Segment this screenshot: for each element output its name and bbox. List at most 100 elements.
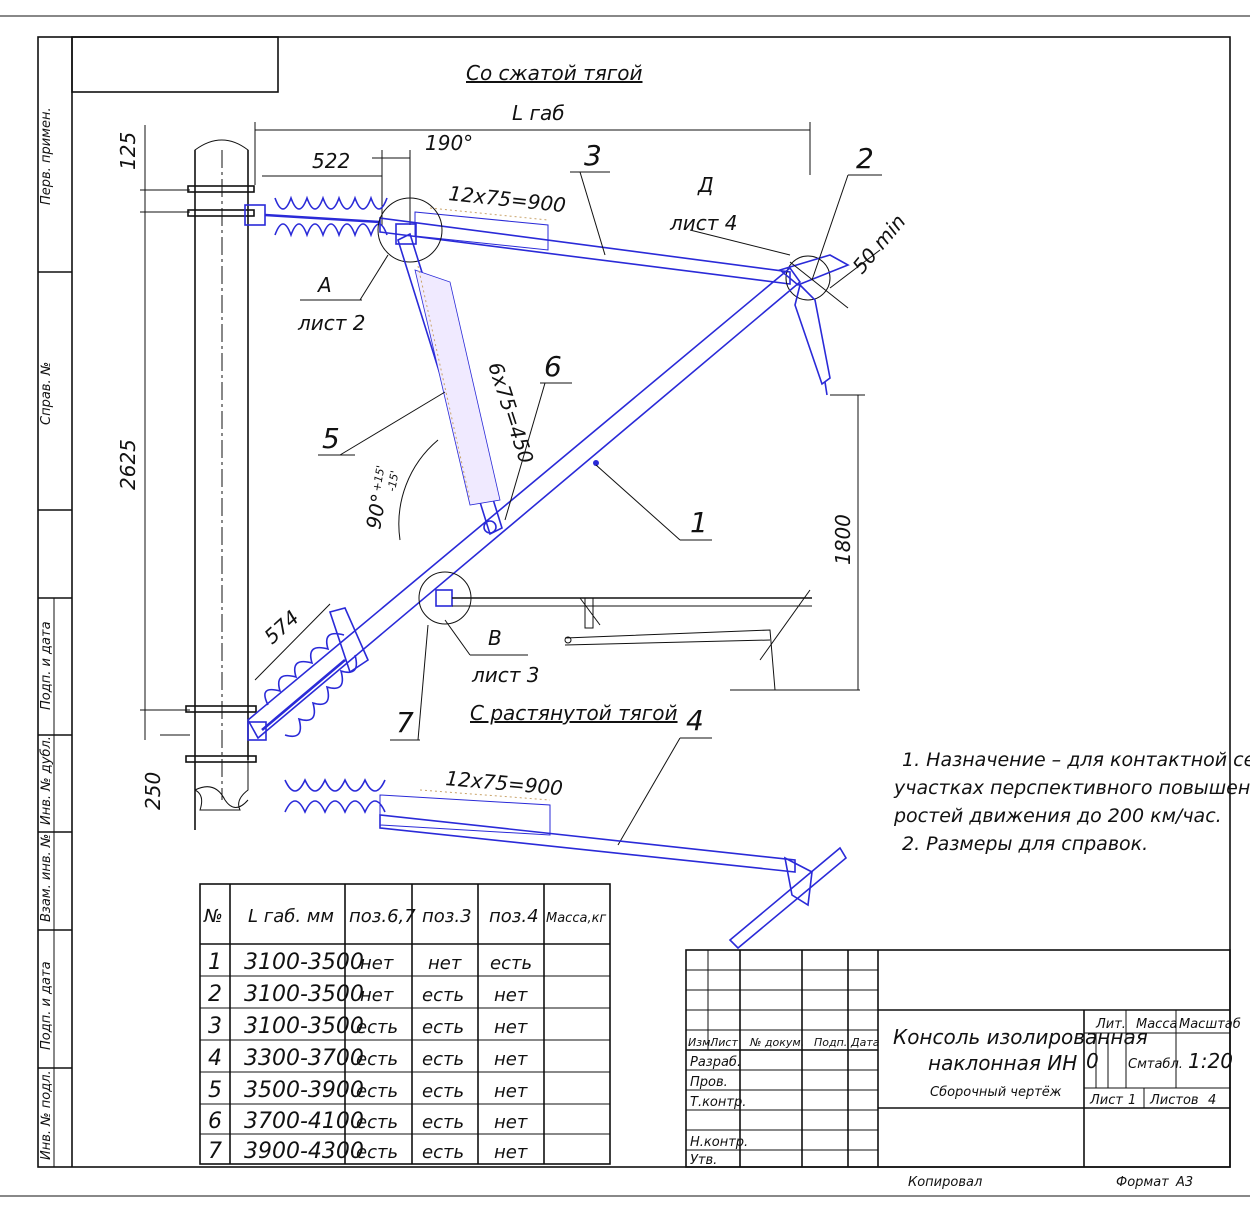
outer-border bbox=[37, 36, 1231, 1168]
svg-text:3500-3900: 3500-3900 bbox=[244, 1078, 364, 1103]
side-stamp-4: Инв. № дубл. bbox=[39, 736, 54, 825]
svg-text:6х75=450: 6х75=450 bbox=[483, 359, 538, 466]
dim-angle-minus: -15' bbox=[385, 470, 401, 493]
svg-text:3100-3500: 3100-3500 bbox=[244, 982, 364, 1007]
format-label: Формат bbox=[1116, 1175, 1169, 1190]
side-stamp-7: Инв. № подл. bbox=[39, 1070, 54, 1160]
svg-text:1:20: 1:20 bbox=[1188, 1049, 1233, 1073]
svg-text:6: 6 bbox=[208, 1109, 222, 1134]
svg-text:Н.контр.: Н.контр. bbox=[690, 1135, 748, 1150]
svg-text:Разраб.: Разраб. bbox=[690, 1055, 741, 1070]
upper-insulator bbox=[244, 195, 388, 238]
svg-text:4: 4 bbox=[686, 704, 704, 737]
strut-5-6: 6х75=450 bbox=[397, 232, 539, 536]
side-stamp-3: Подп. и дата bbox=[39, 621, 54, 710]
svg-text:нет: нет bbox=[494, 1017, 528, 1038]
svg-text:нет: нет bbox=[428, 953, 462, 974]
svg-text:4: 4 bbox=[1208, 1093, 1216, 1108]
side-stamp-6: Подп. и дата bbox=[39, 961, 54, 1050]
svg-text:нет: нет bbox=[360, 985, 394, 1006]
svg-text:есть: есть bbox=[356, 1017, 398, 1038]
svg-text:Масса: Масса bbox=[1136, 1017, 1177, 1032]
svg-text:190°: 190° bbox=[425, 131, 473, 155]
note-line-1: 1. Назначение – для контактной сети на bbox=[902, 749, 1250, 771]
format-value: А3 bbox=[1175, 1175, 1193, 1190]
svg-text:А: А bbox=[316, 273, 332, 297]
copied-by: Копировал bbox=[908, 1175, 982, 1190]
svg-text:есть: есть bbox=[422, 1081, 464, 1102]
th-poz3: поз.3 bbox=[422, 906, 472, 927]
title-block: Изм. Лист № докум. Подп. Дата Разраб. Пр… bbox=[685, 949, 1241, 1168]
svg-text:нет: нет bbox=[494, 1049, 528, 1070]
svg-text:лист 4: лист 4 bbox=[669, 211, 738, 235]
svg-text:2: 2 bbox=[208, 982, 222, 1007]
dim-vertical-left: 125 2625 250 bbox=[116, 125, 190, 810]
svg-text:нет: нет bbox=[494, 1112, 528, 1133]
svg-text:1800: 1800 bbox=[831, 514, 855, 565]
th-poz67: поз.6,7 bbox=[349, 906, 416, 927]
svg-text:3700-4100: 3700-4100 bbox=[244, 1109, 364, 1134]
pole bbox=[185, 139, 257, 830]
svg-text:нет: нет bbox=[494, 985, 528, 1006]
svg-text:3: 3 bbox=[584, 139, 602, 172]
svg-text:есть: есть bbox=[490, 953, 532, 974]
svg-text:4: 4 bbox=[208, 1046, 222, 1071]
note-line-3: ростей движения до 200 км/час. bbox=[893, 805, 1222, 827]
upper-rod-3 bbox=[377, 197, 791, 285]
svg-text:1: 1 bbox=[208, 950, 222, 975]
svg-text:12х75=900: 12х75=900 bbox=[445, 766, 564, 800]
svg-text:Смтабл.: Смтабл. bbox=[1128, 1057, 1183, 1072]
svg-text:250: 250 bbox=[141, 772, 165, 810]
notes: 1. Назначение – для контактной сети на у… bbox=[893, 749, 1250, 855]
dim-angle-plus: +15' bbox=[370, 464, 387, 492]
svg-text:Лит.: Лит. bbox=[1095, 1017, 1126, 1032]
svg-text:есть: есть bbox=[356, 1081, 398, 1102]
svg-text:Листов: Листов bbox=[1149, 1093, 1199, 1108]
lower-insulator: 574 bbox=[247, 603, 358, 741]
svg-text:7: 7 bbox=[208, 1139, 222, 1164]
svg-text:50 min: 50 min bbox=[847, 210, 910, 279]
svg-text:есть: есть bbox=[422, 1142, 464, 1163]
svg-text:3900-4300: 3900-4300 bbox=[244, 1139, 364, 1164]
svg-text:нет: нет bbox=[360, 953, 394, 974]
svg-text:574: 574 bbox=[259, 605, 303, 648]
svg-text:№ докум.: № докум. bbox=[749, 1036, 804, 1049]
svg-text:В: В bbox=[488, 626, 502, 650]
title-line-1: Консоль изолированная bbox=[893, 1025, 1148, 1049]
svg-text:Пров.: Пров. bbox=[690, 1075, 728, 1090]
svg-text:Т.контр.: Т.контр. bbox=[690, 1095, 746, 1110]
svg-text:Масштаб: Масштаб bbox=[1179, 1017, 1241, 1032]
title-sub: Сборочный чертёж bbox=[930, 1085, 1062, 1100]
svg-text:лист 3: лист 3 bbox=[471, 663, 540, 687]
svg-text:Д: Д bbox=[697, 173, 714, 197]
svg-text:есть: есть bbox=[422, 985, 464, 1006]
svg-text:0: 0 bbox=[1086, 1049, 1099, 1073]
svg-text:5: 5 bbox=[208, 1078, 222, 1103]
bottom-caption: С растянутой тягой bbox=[470, 701, 678, 725]
svg-text:нет: нет bbox=[494, 1142, 528, 1163]
svg-text:есть: есть bbox=[356, 1142, 398, 1163]
note-line-4: 2. Размеры для справок. bbox=[902, 833, 1148, 855]
svg-text:3100-3500: 3100-3500 bbox=[244, 1014, 364, 1039]
dim-1800: 1800 bbox=[830, 394, 865, 690]
variants-table: № L габ. мм поз.6,7 поз.3 поз.4 Масса,кг… bbox=[199, 883, 611, 1165]
dim-angle: 90° bbox=[361, 492, 391, 531]
svg-text:7: 7 bbox=[396, 706, 414, 739]
svg-text:L габ: L габ bbox=[512, 101, 565, 125]
right-fitting: 50 min bbox=[778, 210, 911, 396]
main-rod-1 bbox=[246, 266, 802, 740]
svg-text:2625: 2625 bbox=[116, 439, 140, 490]
svg-text:6: 6 bbox=[544, 350, 562, 383]
th-num: № bbox=[203, 906, 223, 927]
svg-text:нет: нет bbox=[494, 1081, 528, 1102]
note-line-2: участках перспективного повышения ско- bbox=[893, 777, 1250, 799]
svg-text:Утв.: Утв. bbox=[690, 1153, 717, 1168]
svg-text:3100-3500: 3100-3500 bbox=[244, 950, 364, 975]
side-stamp-2: Справ. № bbox=[39, 362, 54, 425]
dim-190-522: 190° 522 bbox=[262, 131, 473, 225]
th-mass: Масса,кг bbox=[546, 911, 606, 926]
svg-text:3300-3700: 3300-3700 bbox=[244, 1046, 364, 1071]
bracket-B bbox=[398, 439, 860, 691]
top-left-stamp bbox=[71, 36, 279, 93]
